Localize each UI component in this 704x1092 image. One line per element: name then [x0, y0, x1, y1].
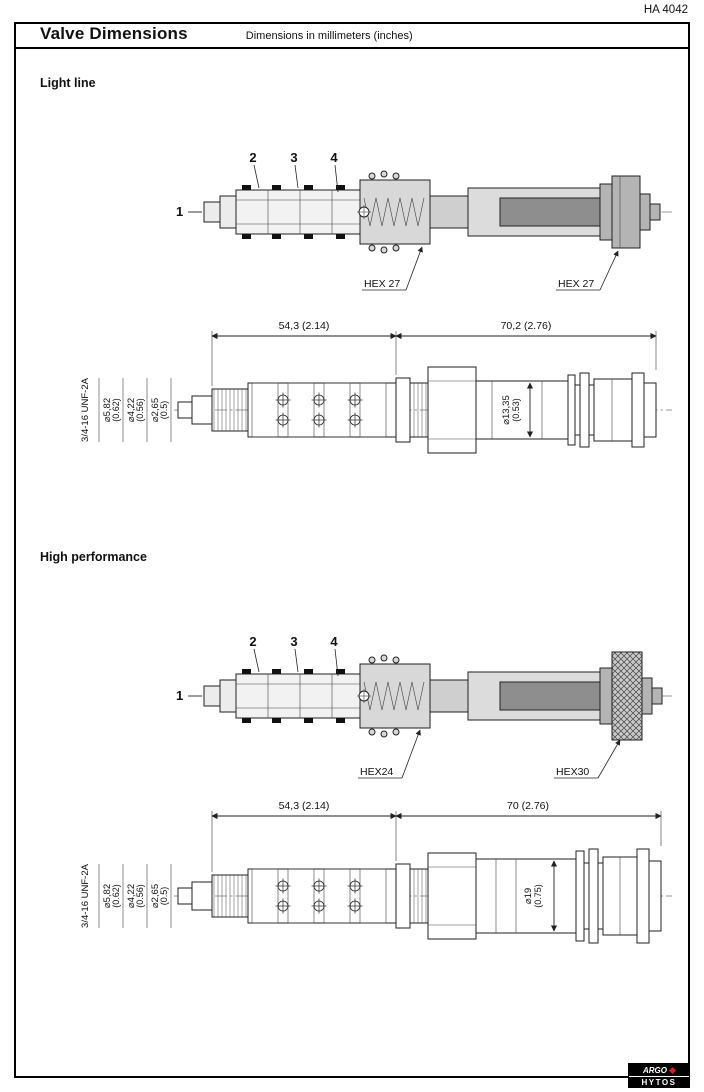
port-labels: 1 2 3 4 [176, 634, 339, 703]
logo-text-argo: ARGO [643, 1065, 667, 1075]
port-labels: 1 2 3 4 [176, 150, 339, 219]
dim-a-label: 54,3 (2.14) [279, 800, 330, 812]
length-dimensions: 54,3 (2.14) 70,2 (2.76) [211, 320, 657, 386]
dia2-in-label: (0.56) [135, 398, 145, 422]
dia2-mm-label: ⌀4,22 [126, 884, 137, 908]
valve-outline [177, 848, 662, 944]
dia-mid-in-label: (0.75) [533, 884, 543, 908]
adapter-neck [429, 679, 469, 713]
end-nut [599, 175, 661, 249]
adapter-neck [429, 195, 469, 229]
left-dimension-labels: 3/4-16 UNF-2A ⌀5,82 (0.62) ⌀4,22 (0.56) … [80, 863, 172, 928]
cartridge-sleeve [203, 185, 361, 239]
dim-b-label: 70,2 (2.76) [501, 320, 552, 332]
port-label-4: 4 [330, 150, 338, 165]
section-title-high-performance: High performance [40, 550, 147, 564]
valve-housing [357, 654, 431, 738]
hex-callout-left: HEX 27 [362, 246, 423, 291]
dia-mid-mm-label: ⌀19 [523, 888, 534, 904]
logo-diamond-icon [668, 1066, 677, 1074]
dia1-mm-label: ⌀5,82 [102, 884, 113, 908]
length-dimensions: 54,3 (2.14) 70 (2.76) [211, 800, 662, 872]
dia2-in-label: (0.56) [135, 884, 145, 908]
page-header: Valve Dimensions Dimensions in millimete… [14, 22, 690, 49]
mid-diameter-dimension: ⌀13,35 (0.53) [498, 382, 534, 438]
dia1-in-label: (0.62) [111, 398, 121, 422]
light-line-dimension-drawing: 3/4-16 UNF-2A ⌀5,82 (0.62) ⌀4,22 (0.56) … [80, 320, 672, 454]
port-label-1: 1 [176, 688, 183, 703]
dim-b-label: 70 (2.76) [507, 800, 549, 812]
dia1-mm-label: ⌀5,82 [102, 398, 113, 422]
dia2-mm-label: ⌀4,22 [126, 398, 137, 422]
hex-left-label: HEX24 [360, 766, 393, 778]
dia3-mm-label: ⌀2,65 [150, 398, 161, 422]
left-dimension-labels: 3/4-16 UNF-2A ⌀5,82 (0.62) ⌀4,22 (0.56) … [80, 377, 172, 442]
hex-callout-right: HEX 27 [556, 250, 619, 291]
document-number: HA 4042 [643, 4, 688, 16]
tube-assembly [467, 187, 601, 237]
argo-hytos-logo: ARGO HYTOS [628, 1063, 690, 1088]
dia1-in-label: (0.62) [111, 884, 121, 908]
thread-label: 3/4-16 UNF-2A [80, 377, 91, 442]
page-subtitle: Dimensions in millimeters (inches) [245, 30, 413, 42]
port-label-2: 2 [249, 634, 256, 649]
port-label-4: 4 [330, 634, 338, 649]
end-nut-hatched [599, 651, 663, 741]
thread-label: 3/4-16 UNF-2A [80, 863, 91, 928]
high-performance-cross-section-figure: 1 2 3 4 HEX24 HEX30 [176, 634, 672, 779]
hex-callout-left: HEX24 [358, 729, 421, 779]
cartridge-sleeve [203, 669, 361, 723]
dia3-in-label: (0.5) [159, 887, 169, 906]
page-border-frame [14, 22, 690, 1078]
dia3-in-label: (0.5) [159, 401, 169, 420]
page-title: Valve Dimensions [40, 24, 188, 43]
logo-text-hytos: HYTOS [629, 1076, 689, 1087]
mid-diameter-dimension: ⌀19 (0.75) [520, 860, 558, 932]
port-label-2: 2 [249, 150, 256, 165]
hex-right-label: HEX 27 [558, 278, 594, 290]
dia3-mm-label: ⌀2,65 [150, 884, 161, 908]
dia-mid-mm-label: ⌀13,35 [501, 395, 512, 425]
valve-outline [177, 366, 657, 454]
dia-mid-in-label: (0.53) [511, 398, 521, 422]
hex-callout-right: HEX30 [554, 739, 621, 779]
section-title-light-line: Light line [40, 76, 96, 90]
hex-right-label: HEX30 [556, 766, 589, 778]
high-performance-dimension-drawing: 3/4-16 UNF-2A ⌀5,82 (0.62) ⌀4,22 (0.56) … [80, 800, 672, 944]
light-line-cross-section-figure: 1 2 3 4 HEX 27 HEX 27 [176, 150, 672, 291]
valve-housing [357, 170, 431, 254]
dim-a-label: 54,3 (2.14) [279, 320, 330, 332]
port-label-1: 1 [176, 204, 183, 219]
logo-top-row: ARGO [629, 1064, 689, 1076]
hex-left-label: HEX 27 [364, 278, 400, 290]
tube-assembly [467, 671, 601, 721]
port-label-3: 3 [290, 634, 297, 649]
port-label-3: 3 [290, 150, 297, 165]
